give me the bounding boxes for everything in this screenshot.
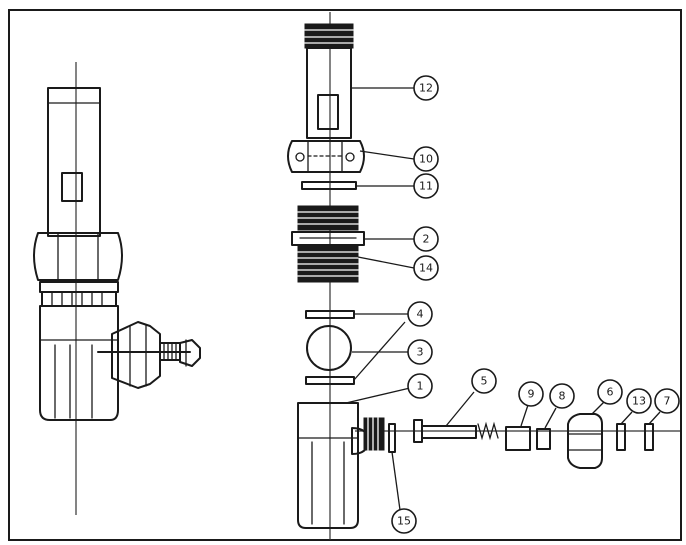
part-2-threaded-body: [291, 205, 365, 246]
callout-9: 9: [518, 381, 544, 407]
callout-4: 4: [407, 301, 433, 327]
callout-12-label: 12: [419, 82, 433, 95]
part-3-ball: [306, 325, 352, 371]
callout-12: 12: [413, 75, 439, 101]
part-13-washer: [616, 423, 626, 451]
part-6-packing-nut: [567, 413, 603, 469]
callout-3: 3: [407, 339, 433, 365]
callout-15-label: 15: [397, 515, 411, 528]
callout-13: 13: [626, 388, 652, 414]
callout-11-label: 11: [419, 180, 433, 193]
callout-1: 1: [407, 373, 433, 399]
assembled-valve-view: [33, 62, 201, 515]
leader-lines: [345, 87, 661, 511]
callout-9-label: 9: [528, 388, 535, 401]
part-7-nut: [644, 423, 654, 451]
callout-5-label: 5: [481, 375, 488, 388]
callout-14: 14: [413, 255, 439, 281]
callout-7: 7: [654, 388, 680, 414]
part-14-threaded-ring: [297, 245, 359, 283]
callout-3-label: 3: [417, 346, 424, 359]
callout-7-label: 7: [664, 395, 671, 408]
part-1-valve-body: [297, 402, 385, 529]
diagram-frame: [8, 9, 682, 541]
part-8-packing-ring: [536, 428, 551, 450]
callout-8-label: 8: [559, 390, 566, 403]
part-5-stem: [413, 419, 499, 443]
callout-2-label: 2: [423, 233, 430, 246]
part-4-gasket-lower: [305, 376, 355, 385]
callout-15: 15: [391, 508, 417, 534]
part-9-packing: [505, 426, 531, 451]
callout-8: 8: [549, 383, 575, 409]
callout-14-label: 14: [419, 262, 433, 275]
callout-5: 5: [471, 368, 497, 394]
part-15-ring: [388, 423, 396, 453]
callout-11: 11: [413, 173, 439, 199]
callout-1-label: 1: [417, 380, 424, 393]
callout-2: 2: [413, 226, 439, 252]
callout-6: 6: [597, 379, 623, 405]
callout-13-label: 13: [632, 395, 646, 408]
part-11-washer: [301, 181, 357, 190]
callout-10: 10: [413, 146, 439, 172]
callout-6-label: 6: [607, 386, 614, 399]
part-12-tube: [304, 23, 354, 139]
callout-10-label: 10: [419, 153, 433, 166]
callout-4-label: 4: [417, 308, 424, 321]
exploded-valve-view: 12 10 11 2 14 4 3 1: [287, 12, 680, 540]
part-10-nut: [287, 140, 365, 173]
